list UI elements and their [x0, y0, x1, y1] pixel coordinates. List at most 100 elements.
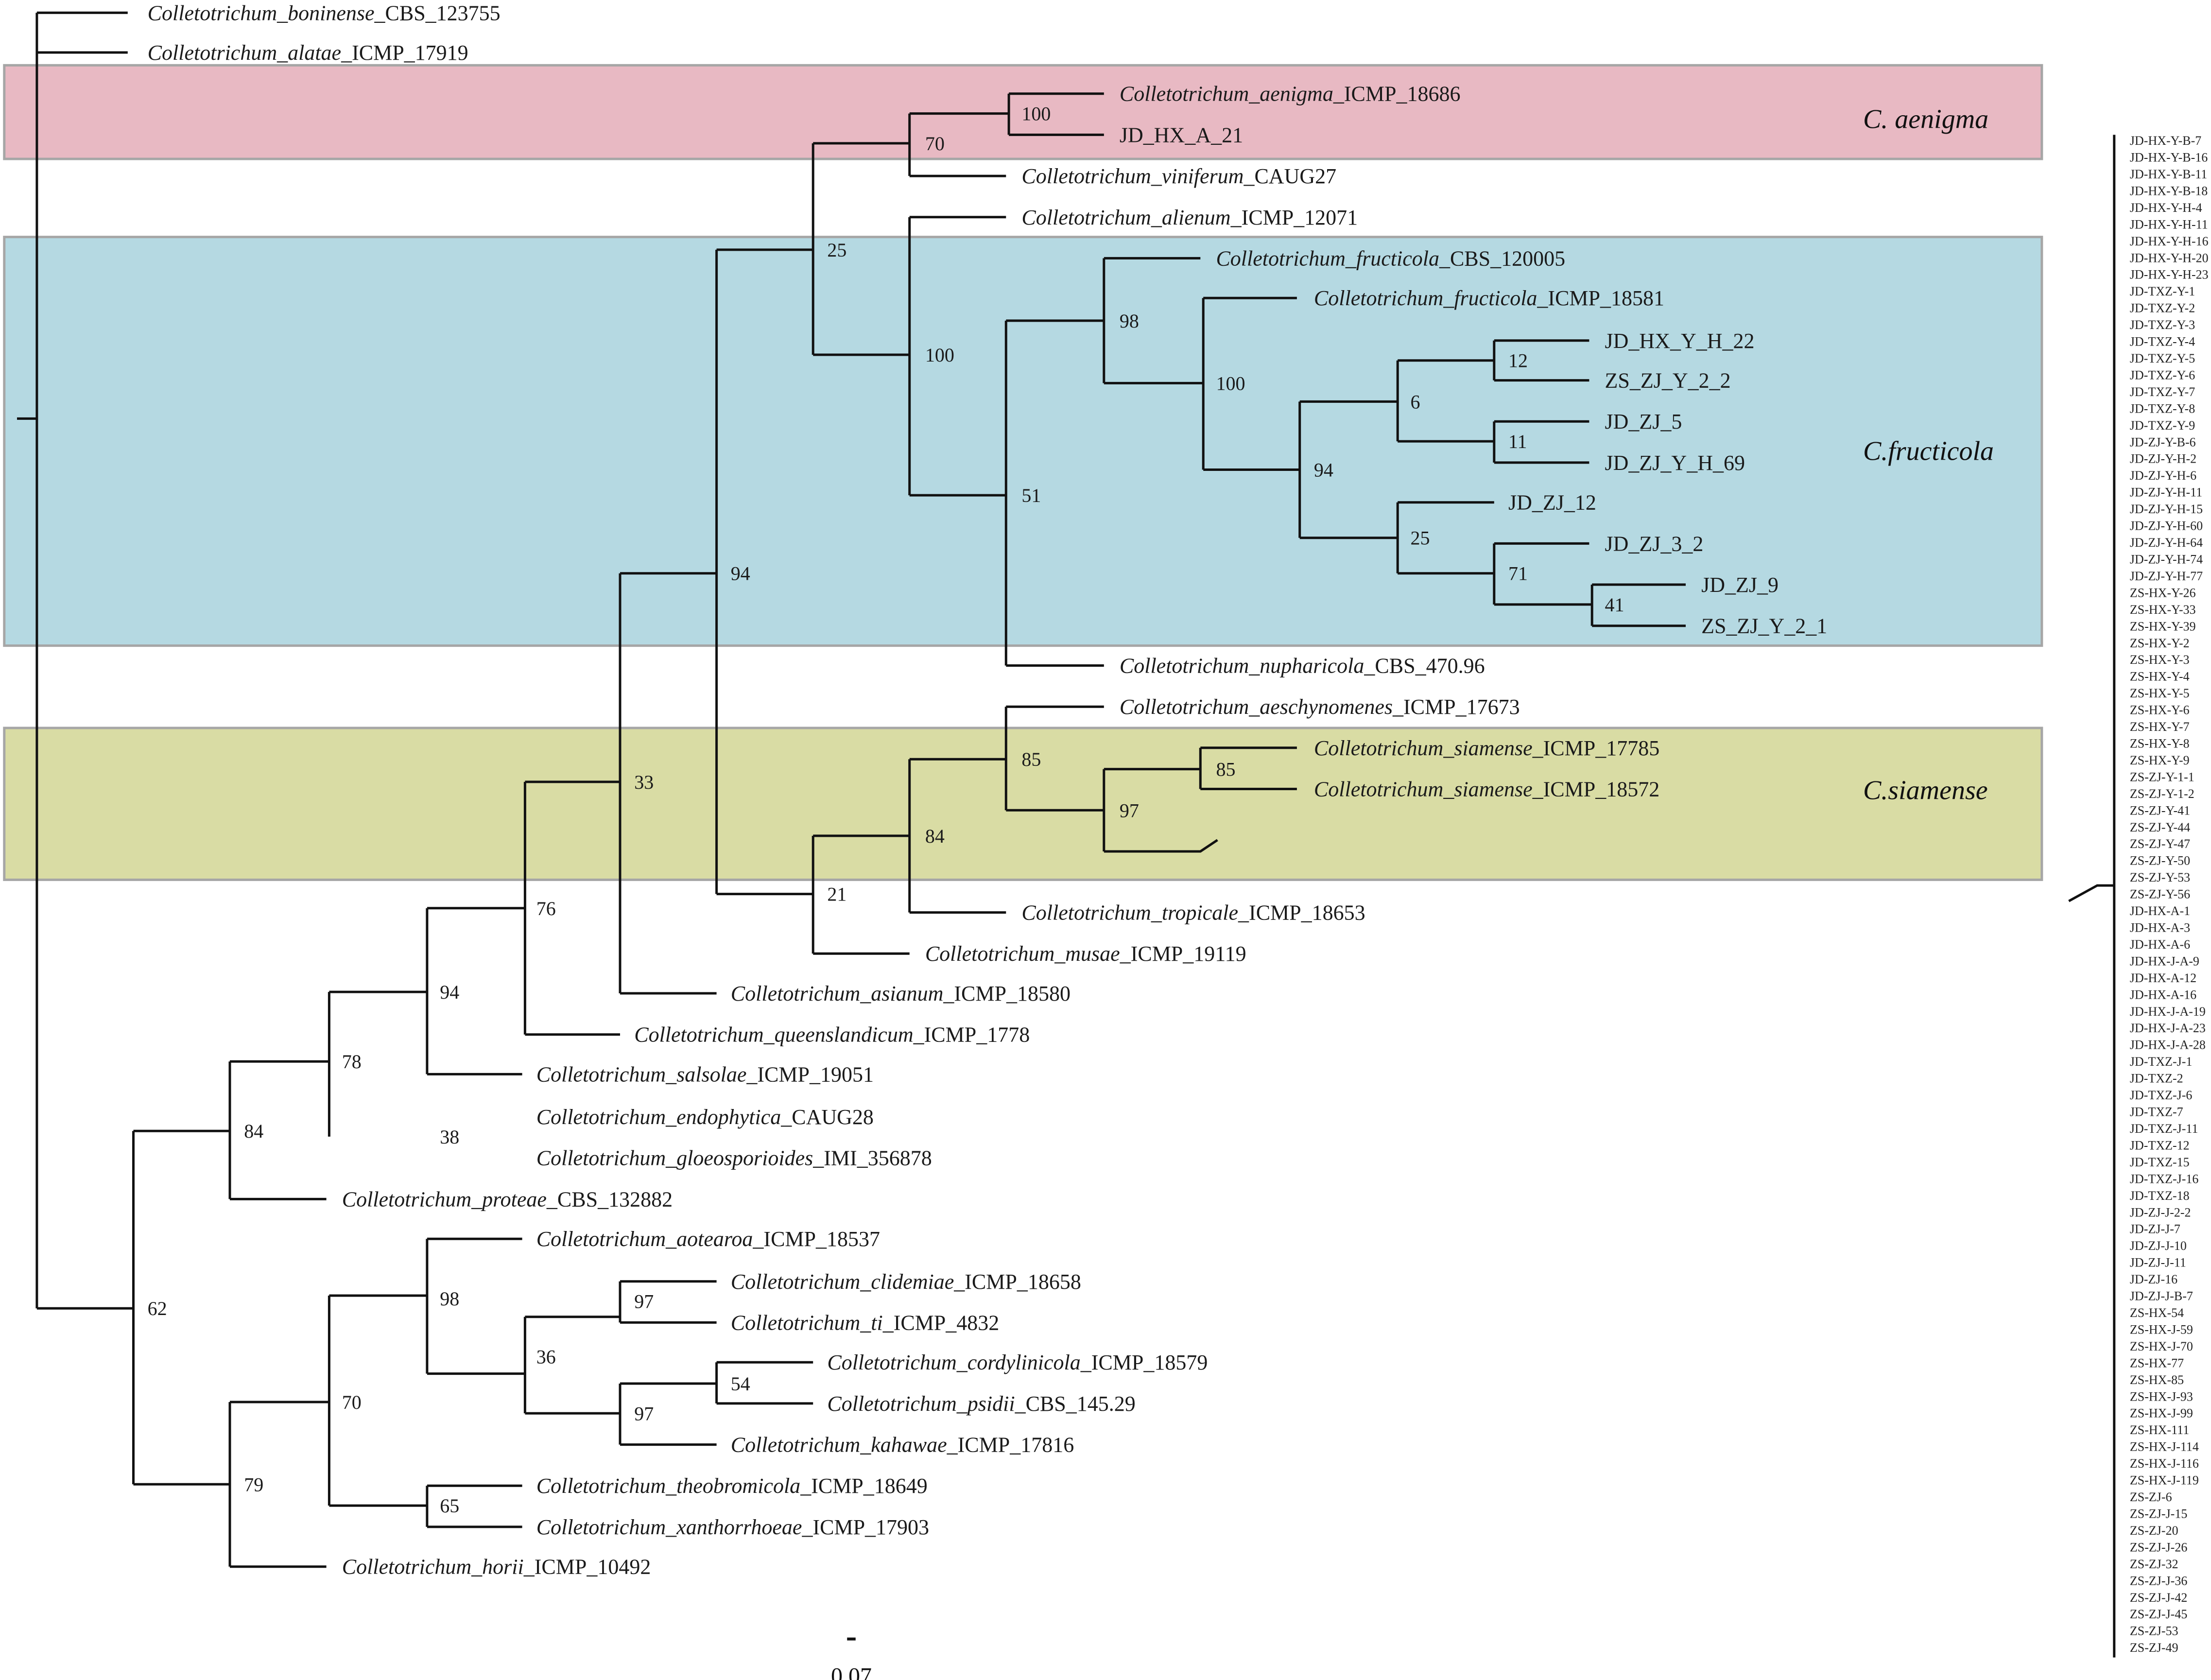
collapsed-isolate: ZS-ZJ-Y-53 [2130, 870, 2190, 884]
collapsed-isolate: JD-TXZ-J-16 [2130, 1172, 2199, 1186]
collapsed-isolate: JD-TXZ-18 [2130, 1189, 2190, 1203]
clade-label: C.fructicola [1863, 436, 1994, 467]
collapsed-isolate: JD-HX-A-1 [2130, 904, 2190, 918]
bootstrap-value: 94 [731, 563, 750, 585]
collapsed-isolate: ZS-HX-Y-33 [2130, 603, 2196, 617]
collapsed-isolate: JD-ZJ-J-B-7 [2130, 1289, 2193, 1303]
tip-species: Colletotrichum_nupharicola [1120, 654, 1365, 677]
tip-label: ZS_ZJ_Y_2_2 [1605, 369, 1731, 393]
tip-label: Colletotrichum_queenslandicum_ICMP_1778 [634, 1023, 1030, 1047]
collapsed-isolate: ZS-HX-J-93 [2130, 1389, 2193, 1403]
tip-label: Colletotrichum_endophytica_CAUG28 [536, 1105, 874, 1129]
tip-species: Colletotrichum_aenigma [1120, 82, 1333, 106]
collapsed-isolate: ZS-HX-J-119 [2130, 1473, 2199, 1488]
collapsed-isolate: JD-ZJ-Y-H-6 [2130, 468, 2196, 483]
tip-label: Colletotrichum_aotearoa_ICMP_18537 [536, 1227, 880, 1251]
collapsed-isolate: ZS-HX-Y-3 [2130, 653, 2190, 667]
collapsed-isolate: JD-HX-Y-B-7 [2130, 134, 2201, 148]
collapsed-isolate: ZS-ZJ-Y-44 [2130, 820, 2190, 834]
tip-accession: _ICMP_18658 [953, 1270, 1081, 1294]
collapsed-isolate: JD-TXZ-Y-2 [2130, 301, 2195, 315]
tip-label: Colletotrichum_gloeosporioides_IMI_35687… [536, 1146, 932, 1170]
collapsed-isolate: JD-ZJ-J-7 [2130, 1222, 2180, 1236]
collapsed-isolate: JD-HX-Y-H-16 [2130, 234, 2209, 248]
collapsed-isolate: ZS-ZJ-Y-41 [2130, 803, 2190, 817]
tip-species: Colletotrichum_tropicale [1021, 901, 1238, 925]
bootstrap-value: 85 [1021, 748, 1041, 770]
tip-accession: _ICMP_18537 [752, 1227, 880, 1251]
tip-label: Colletotrichum_clidemiae_ICMP_18658 [731, 1270, 1081, 1294]
tip-species: Colletotrichum_endophytica [536, 1105, 781, 1129]
tip-label: JD_HX_Y_H_22 [1605, 329, 1755, 353]
bootstrap-value: 51 [1021, 485, 1041, 506]
collapsed-isolate: JD-HX-Y-B-11 [2130, 167, 2207, 181]
collapsed-isolate: ZS-ZJ-J-15 [2130, 1507, 2187, 1521]
tip-label: Colletotrichum_fructicola_ICMP_18581 [1314, 286, 1664, 310]
bootstrap-value: 94 [440, 981, 459, 1003]
clade-label: C. aenigma [1863, 104, 1988, 134]
tip-species: Colletotrichum_salsolae [536, 1062, 747, 1086]
tip-accession: _ICMP_18580 [943, 982, 1071, 1005]
collapsed-isolate: ZS-HX-Y-39 [2130, 619, 2196, 633]
tip-accession: _ICMP_19119 [1120, 942, 1246, 966]
collapsed-isolate: JD-HX-Y-H-20 [2130, 251, 2209, 265]
bootstrap-value: 11 [1508, 431, 1527, 452]
collapsed-isolate: JD-TXZ-Y-7 [2130, 385, 2195, 399]
branch-107 [2068, 884, 2114, 902]
tip-accession: _ICMP_17903 [801, 1515, 929, 1539]
collapsed-isolate: JD-TXZ-2 [2130, 1072, 2183, 1086]
tip-accession: JD_ZJ_12 [1508, 491, 1596, 515]
collapsed-isolate: ZS-ZJ-Y-50 [2130, 854, 2190, 868]
tip-label: Colletotrichum_siamense_ICMP_18572 [1314, 778, 1659, 801]
bootstrap-value: 100 [1021, 103, 1051, 125]
tip-label: Colletotrichum_salsolae_ICMP_19051 [536, 1062, 874, 1086]
collapsed-isolate: JD-ZJ-16 [2130, 1272, 2177, 1286]
tip-species: Colletotrichum_xanthorrhoeae [536, 1515, 802, 1539]
tip-species: Colletotrichum_kahawae [731, 1433, 947, 1457]
tip-label: Colletotrichum_alienum_ICMP_12071 [1021, 206, 1358, 229]
tip-accession: _ICMP_17673 [1392, 695, 1520, 719]
tip-label: Colletotrichum_ti_ICMP_4832 [731, 1311, 999, 1334]
tip-species: Colletotrichum_queenslandicum [634, 1023, 913, 1047]
collapsed-isolate: ZS-ZJ-Y-56 [2130, 887, 2190, 901]
bootstrap-value: 98 [1120, 310, 1139, 332]
tip-label: JD_ZJ_3_2 [1605, 532, 1704, 555]
tip-species: Colletotrichum_siamense [1314, 778, 1533, 801]
collapsed-isolate: JD-ZJ-Y-H-74 [2130, 552, 2203, 566]
collapsed-isolate: JD-TXZ-Y-8 [2130, 401, 2195, 416]
collapsed-isolate: JD-HX-A-6 [2130, 937, 2190, 952]
collapsed-isolate: JD-ZJ-Y-H-2 [2130, 452, 2196, 466]
tip-label: JD_ZJ_9 [1701, 573, 1779, 597]
tip-accession: ZS_ZJ_Y_2_2 [1605, 369, 1731, 393]
bootstrap-value: 78 [342, 1051, 362, 1073]
collapsed-isolate: ZS-HX-J-70 [2130, 1339, 2193, 1353]
collapsed-isolate: JD-ZJ-J-2-2 [2130, 1205, 2191, 1219]
tip-label: Colletotrichum_theobromicola_ICMP_18649 [536, 1474, 928, 1498]
tree-branches [17, 11, 2116, 1658]
collapsed-isolate: JD-TXZ-J-6 [2130, 1088, 2193, 1102]
collapsed-isolate: JD-TXZ-7 [2130, 1105, 2183, 1119]
tip-label: Colletotrichum_psidii_CBS_145.29 [827, 1392, 1135, 1416]
bootstrap-value: 79 [244, 1473, 263, 1495]
tip-label: Colletotrichum_tropicale_ICMP_18653 [1021, 901, 1365, 925]
tip-species: Colletotrichum_aeschynomenes [1120, 695, 1393, 719]
tip-species: Colletotrichum_horii [342, 1555, 524, 1579]
collapsed-isolate: JD-TXZ-J-11 [2130, 1122, 2198, 1136]
bootstrap-value: 36 [536, 1346, 556, 1368]
bootstrap-value: 84 [244, 1120, 263, 1142]
collapsed-isolate: JD-ZJ-Y-H-64 [2130, 536, 2203, 550]
tip-label: JD_HX_A_21 [1120, 123, 1243, 147]
tip-accession: ZS_ZJ_Y_2_1 [1701, 614, 1827, 638]
tip-species: Colletotrichum_fructicola [1216, 246, 1439, 270]
scale-bar-label: 0.07 [831, 1663, 872, 1680]
collapsed-isolate: ZS-HX-J-114 [2130, 1440, 2199, 1454]
tip-species: Colletotrichum_gloeosporioides [536, 1146, 813, 1170]
collapsed-isolate: ZS-HX-Y-2 [2130, 636, 2190, 650]
collapsed-isolate: JD-HX-Y-H-4 [2130, 201, 2202, 215]
tip-accession: _ICMP_18581 [1537, 286, 1664, 310]
tip-accession: JD_ZJ_Y_H_69 [1605, 451, 1745, 475]
tip-species: Colletotrichum_ti [731, 1311, 883, 1334]
tip-accession: _ICMP_17816 [947, 1433, 1074, 1457]
tip-species: Colletotrichum_cordylinicola [827, 1351, 1080, 1374]
tip-species: Colletotrichum_alienum [1021, 206, 1230, 229]
